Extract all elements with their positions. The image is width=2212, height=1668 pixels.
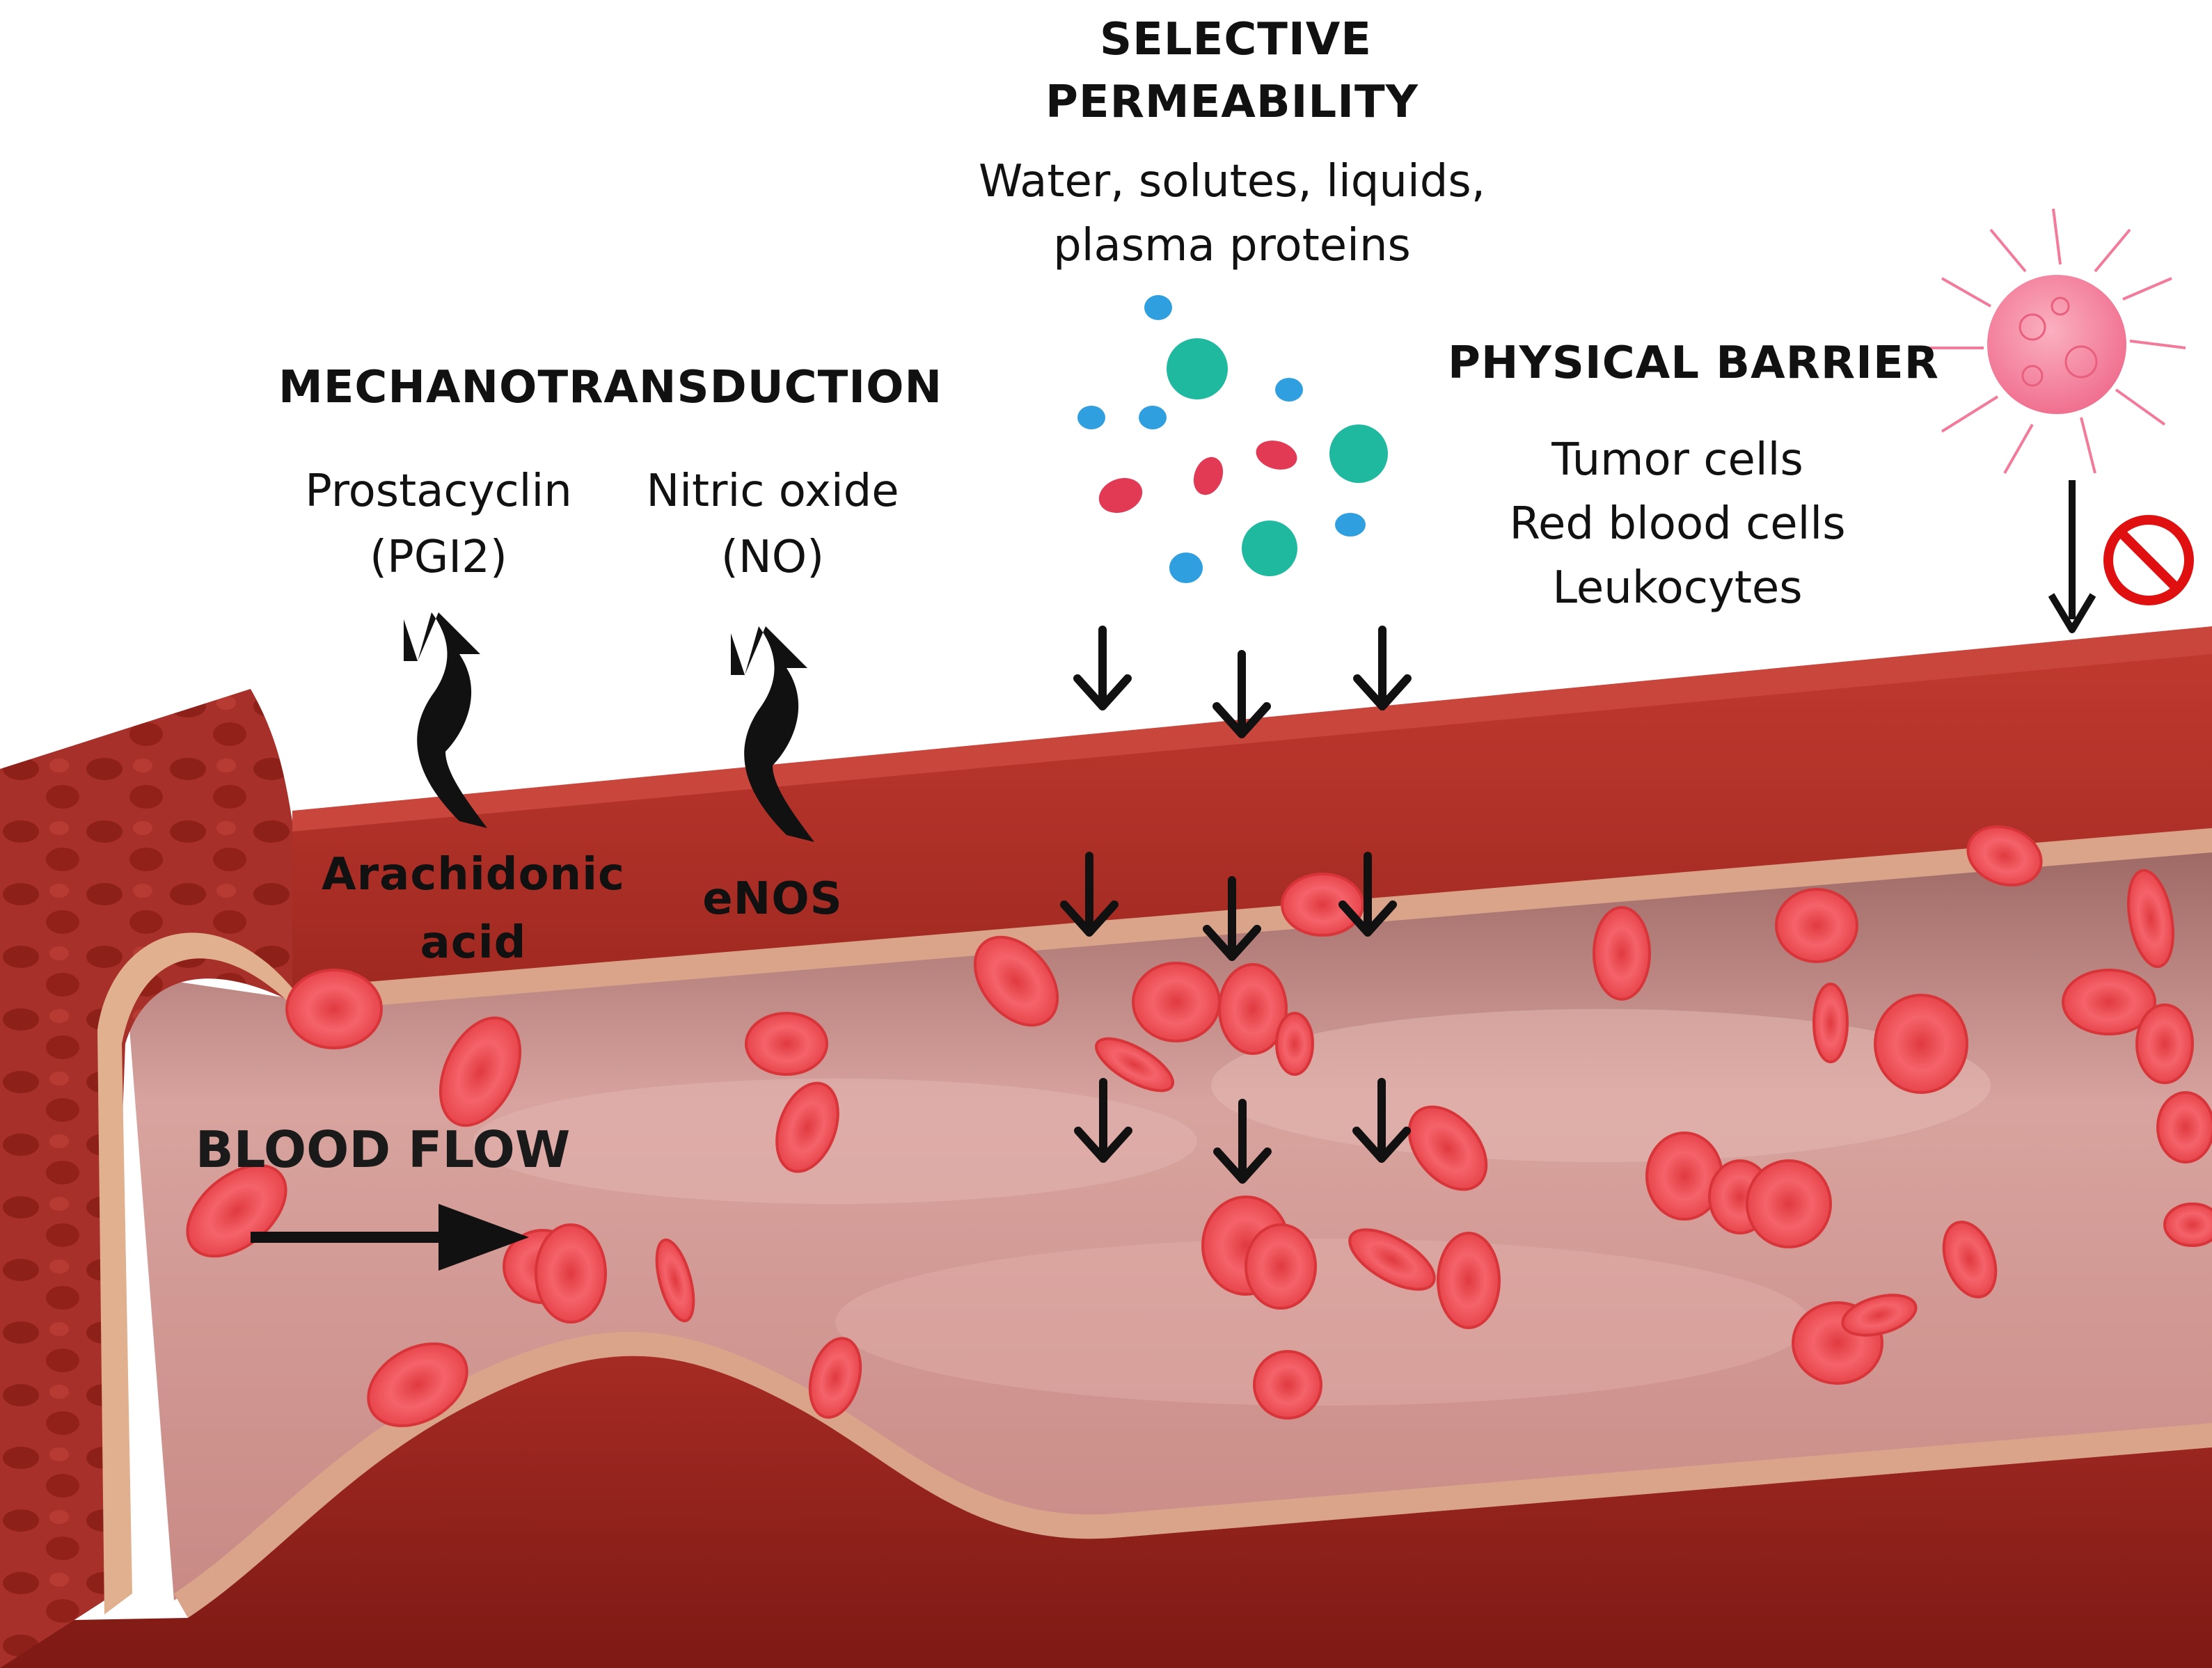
selective-permeability-title-line1: SELECTIVE — [1100, 14, 1372, 65]
arachidonic-acid-label-line1: Arachidonic — [322, 849, 625, 900]
prostacyclin-label-line1: Prostacyclin — [305, 466, 572, 517]
selective-permeability-text-line1: Water, solutes, liquids, — [978, 156, 1486, 207]
barrier-arrow — [2048, 480, 2096, 633]
arachidonic-acid-label-line2: acid — [420, 917, 527, 969]
vessel-cross-section — [0, 689, 292, 1668]
selective-permeability-title-line2: PERMEABILITY — [1045, 77, 1419, 128]
endothelium-upper — [292, 828, 2212, 1012]
mechanotransduction-arrows — [404, 612, 814, 842]
vessel-wall-lower — [0, 1356, 2212, 1668]
solute-particles — [1077, 295, 1388, 583]
vessel-wall-upper — [292, 630, 2212, 1002]
physical-barrier-title: PHYSICAL BARRIER — [1448, 337, 1939, 389]
nitric-oxide-label-line2: (NO) — [720, 532, 825, 583]
physical-barrier-item-leukocytes: Leukocytes — [1552, 562, 1803, 614]
tumor-cell-icon — [1928, 208, 2186, 474]
enos-label: eNOS — [702, 873, 843, 925]
endothelium-lower — [174, 1331, 2212, 1618]
prostacyclin-label-line2: (PGI2) — [370, 532, 507, 583]
mechanotransduction-title: MECHANOTRANSDUCTION — [278, 362, 943, 413]
blood-flow-arrow — [251, 1204, 529, 1271]
prohibited-icon — [2103, 515, 2194, 605]
physical-barrier-item-red-blood-cells: Red blood cells — [1509, 498, 1846, 550]
nitric-oxide-label-line1: Nitric oxide — [646, 466, 899, 517]
selective-permeability-text-line2: plasma proteins — [1053, 220, 1411, 271]
vessel-cross-section-rim — [97, 932, 292, 1614]
blood-flow-label: BLOOD FLOW — [195, 1120, 571, 1179]
permeability-arrows — [1060, 626, 1412, 1184]
red-blood-cells — [186, 825, 2212, 1427]
physical-barrier-item-tumor-cells: Tumor cells — [1551, 434, 1803, 486]
